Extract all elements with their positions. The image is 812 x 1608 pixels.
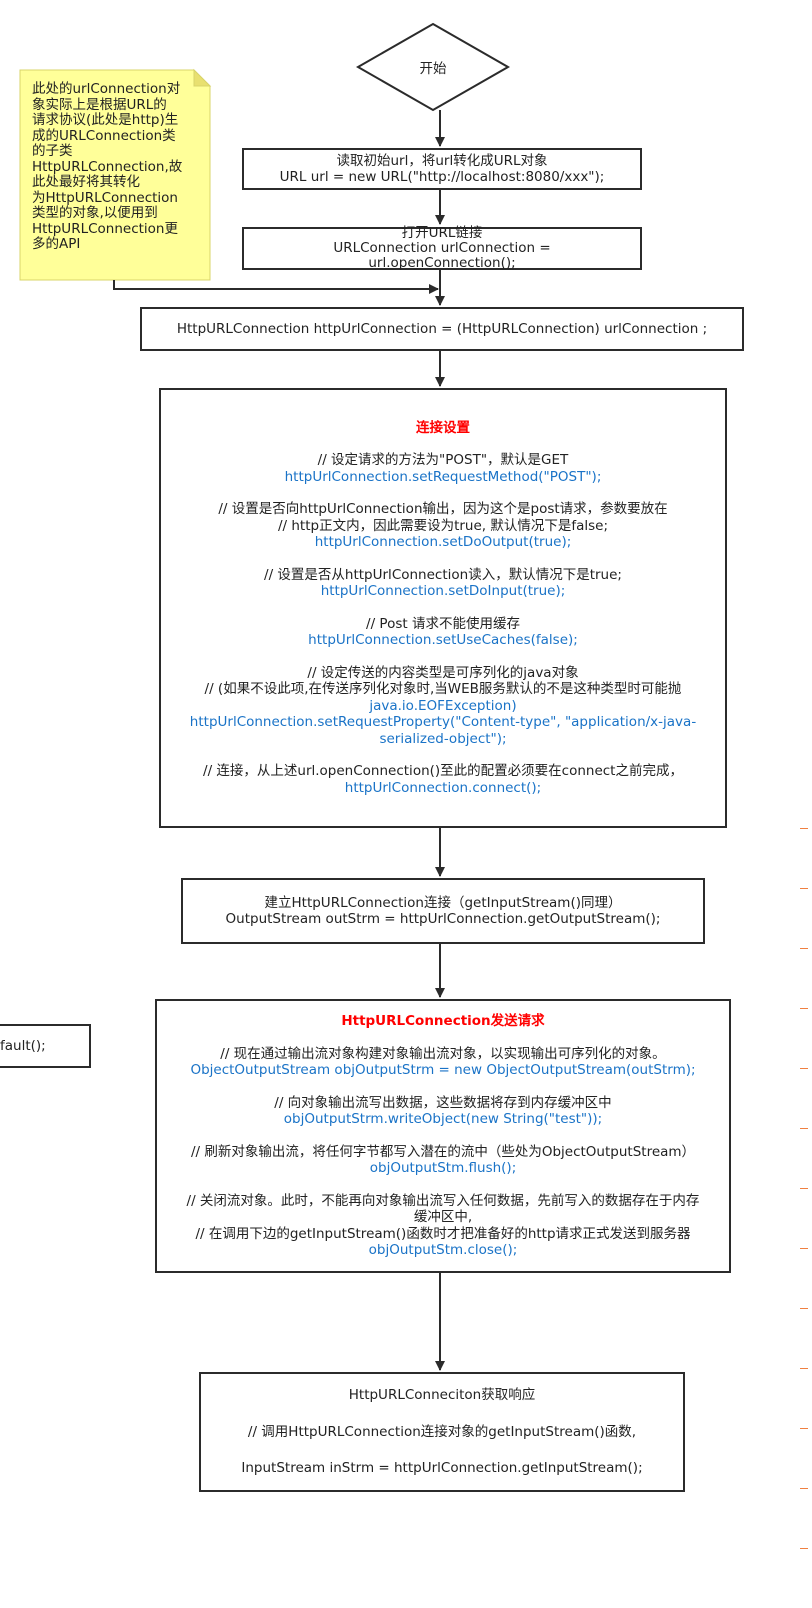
guide-tick bbox=[800, 1428, 808, 1429]
note-line: 类型的对象,以便用到 bbox=[32, 205, 158, 221]
step-text: 打开URL链接 bbox=[401, 225, 483, 241]
comment-line: // 向对象输出流写出数据，这些数据将存到内存缓冲区中 bbox=[274, 1094, 612, 1111]
comment-line: // 调用HttpURLConnection连接对象的getInputStrea… bbox=[247, 1423, 637, 1440]
step-response: HttpURLConneciton获取响应 // 调用HttpURLConnec… bbox=[199, 1372, 685, 1492]
guide-tick bbox=[800, 948, 808, 949]
guide-tick bbox=[800, 828, 808, 829]
code-line: serialized-object"); bbox=[379, 730, 507, 747]
comment-line: // 设定传送的内容类型是可序列化的java对象 bbox=[307, 664, 579, 681]
comment-line: // (如果不设此项,在传送序列化对象时,当WEB服务默认的不是这种类型时可能抛 bbox=[204, 681, 682, 698]
note-shape bbox=[19, 69, 211, 281]
offscreen-box: fault(); bbox=[0, 1024, 91, 1068]
step-text: InputStream inStrm = httpUrlConnection.g… bbox=[241, 1460, 643, 1477]
edge-note-to-flow bbox=[113, 280, 439, 294]
step-send: HttpURLConnection发送请求 // 现在通过输出流对象构建对象输出… bbox=[155, 999, 731, 1273]
guide-tick bbox=[800, 1008, 808, 1009]
code-line: httpUrlConnection.setDoOutput(true); bbox=[314, 534, 572, 551]
send-title: HttpURLConnection发送请求 bbox=[341, 1013, 545, 1030]
guide-tick bbox=[800, 1188, 808, 1189]
step-text: OutputStream outStrm = httpUrlConnection… bbox=[225, 911, 661, 927]
code-line: objOutputStm.close(); bbox=[368, 1242, 518, 1259]
note-line: 成的URLConnection类 bbox=[32, 127, 176, 144]
comment-line: // http正文内，因此需要设为true, 默认情况下是false; bbox=[277, 517, 609, 534]
step-settings: 连接设置 // 设定请求的方法为"POST"，默认是GET httpUrlCon… bbox=[159, 388, 727, 828]
offscreen-box-text: fault(); bbox=[0, 1038, 46, 1054]
step-open-url: 打开URL链接 URLConnection urlConnection = ur… bbox=[242, 225, 642, 271]
comment-line: // Post 请求不能使用缓存 bbox=[366, 615, 520, 632]
comment-line: // 设置是否从httpUrlConnection读入，默认情况下是true; bbox=[264, 566, 622, 583]
code-line: objOutputStm.flush(); bbox=[369, 1160, 517, 1177]
note-line: 多的API bbox=[32, 236, 81, 252]
sticky-note: 此处的urlConnection对 象实际上是根据URL的 请求协议(此处是ht… bbox=[20, 70, 210, 280]
note-line: HttpURLConnection,故 bbox=[32, 158, 183, 175]
note-line: 的子类 bbox=[32, 143, 73, 159]
step-cast: HttpURLConnection httpUrlConnection = (H… bbox=[140, 307, 744, 351]
note-line: 请求协议(此处是http)生 bbox=[32, 112, 179, 128]
step-text: HttpURLConnection httpUrlConnection = (H… bbox=[176, 320, 708, 337]
code-line: ObjectOutputStream objOutputStrm = new O… bbox=[190, 1062, 696, 1079]
guide-tick bbox=[800, 1488, 808, 1489]
code-line: httpUrlConnection.connect(); bbox=[344, 779, 542, 796]
note-line: HttpURLConnection更 bbox=[32, 220, 178, 237]
code-line: httpUrlConnection.setRequestMethod("POST… bbox=[284, 468, 602, 485]
code-line: httpUrlConnection.setUseCaches(false); bbox=[308, 632, 578, 649]
guide-tick bbox=[800, 1068, 808, 1069]
start-label: 开始 bbox=[419, 61, 447, 77]
code-line: objOutputStrm.writeObject(new String("te… bbox=[283, 1111, 603, 1128]
comment-line: 缓冲区中, bbox=[413, 1209, 473, 1226]
guide-tick bbox=[800, 1308, 808, 1309]
comment-line: // 刷新对象输出流，将任何字节都写入潜在的流中（些处为ObjectOutput… bbox=[190, 1143, 696, 1160]
comment-line: // 设定请求的方法为"POST"，默认是GET bbox=[317, 452, 569, 469]
response-title: HttpURLConneciton获取响应 bbox=[348, 1387, 536, 1404]
note-line: 为HttpURLConnection bbox=[32, 189, 178, 206]
guide-tick bbox=[800, 1248, 808, 1249]
code-line: httpUrlConnection.setRequestProperty("Co… bbox=[189, 714, 697, 731]
note-line: 象实际上是根据URL的 bbox=[32, 96, 167, 113]
note-line: 此处最好将其转化 bbox=[32, 174, 140, 190]
note-line: 此处的urlConnection对 bbox=[32, 81, 181, 97]
guide-tick bbox=[800, 1368, 808, 1369]
settings-title: 连接设置 bbox=[416, 419, 470, 436]
step-read-url: 读取初始url，将url转化成URL对象 URL url = new URL("… bbox=[242, 148, 642, 190]
step-text: URLConnection urlConnection = bbox=[333, 240, 551, 256]
step-establish: 建立HttpURLConnection连接（getInputStream()同理… bbox=[181, 878, 705, 944]
comment-line: // 现在通过输出流对象构建对象输出流对象，以实现输出可序列化的对象。 bbox=[220, 1045, 666, 1062]
step-text: url.openConnection(); bbox=[368, 255, 516, 271]
comment-line: // 连接，从上述url.openConnection()至此的配置必须要在co… bbox=[203, 763, 683, 780]
guide-tick bbox=[800, 1548, 808, 1549]
note-fold bbox=[193, 68, 212, 87]
comment-line: // 设置是否向httpUrlConnection输出，因为这个是post请求，… bbox=[218, 501, 668, 518]
guide-tick bbox=[800, 1128, 808, 1129]
step-text: 建立HttpURLConnection连接（getInputStream()同理… bbox=[264, 894, 622, 911]
code-line: java.io.EOFException) bbox=[369, 697, 517, 714]
comment-line: // 关闭流对象。此时，不能再向对象输出流写入任何数据，先前写入的数据存在于内存 bbox=[186, 1192, 700, 1209]
start-node bbox=[355, 22, 511, 112]
comment-line: // 在调用下边的getInputStream()函数时才把准备好的http请求… bbox=[195, 1225, 691, 1242]
step-text: URL url = new URL("http://localhost:8080… bbox=[279, 169, 605, 185]
step-text: 读取初始url，将url转化成URL对象 bbox=[336, 152, 548, 169]
guide-tick bbox=[800, 888, 808, 889]
code-line: httpUrlConnection.setDoInput(true); bbox=[320, 583, 566, 600]
